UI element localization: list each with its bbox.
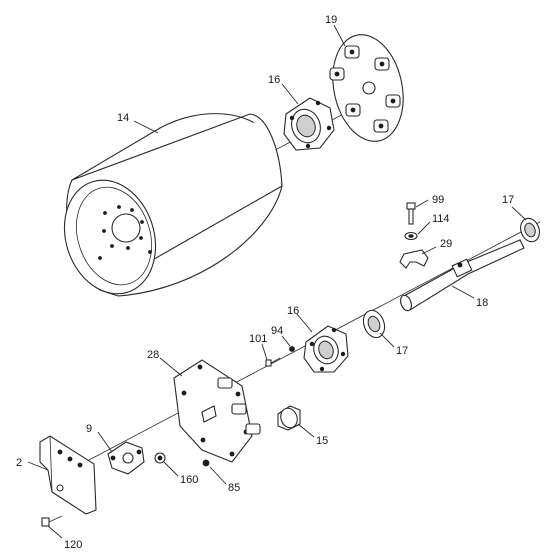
- bracket-part-9: [107, 441, 145, 475]
- screw-part-101: [265, 357, 281, 367]
- drum-part-14: [63, 113, 283, 297]
- bearing-part-17-right: [520, 217, 540, 243]
- label-16-upper: 16: [268, 74, 280, 86]
- nut-part-160: [154, 452, 166, 464]
- label-2: 2: [16, 457, 22, 469]
- label-17-middle: 17: [396, 345, 408, 357]
- hex-plate-part-28: [173, 359, 261, 463]
- washer-part-114: [404, 231, 418, 241]
- clamp-part-29: [399, 249, 429, 269]
- label-120: 120: [64, 539, 82, 551]
- label-28: 28: [147, 349, 159, 361]
- label-85: 85: [228, 482, 240, 494]
- bolt-part-120: [41, 515, 63, 527]
- label-99: 99: [432, 194, 444, 206]
- label-94: 94: [271, 325, 283, 337]
- label-16-lower: 16: [287, 305, 299, 317]
- nut-part-94: [289, 346, 295, 352]
- rubber-mount-part-15: [277, 405, 301, 431]
- nut-part-85: [202, 459, 210, 467]
- hub-flange-part-16-lower: [303, 325, 349, 373]
- bolt-part-99: [406, 202, 416, 225]
- label-17-right: 17: [502, 194, 514, 206]
- label-19: 19: [325, 14, 337, 26]
- label-101: 101: [249, 333, 267, 345]
- hub-flange-part-16-upper: [283, 97, 335, 151]
- label-14: 14: [117, 112, 129, 124]
- label-114: 114: [432, 213, 450, 225]
- label-160: 160: [180, 474, 198, 486]
- bearing-part-17-middle: [362, 309, 386, 339]
- label-18: 18: [476, 297, 488, 309]
- mount-disc-part-19: [329, 34, 404, 142]
- label-15: 15: [316, 435, 328, 447]
- leader-lines: [27, 24, 527, 539]
- label-29: 29: [440, 238, 452, 250]
- label-9: 9: [86, 423, 92, 435]
- mounting-bracket-part-2: [39, 435, 97, 515]
- shaft-part-18: [400, 239, 525, 312]
